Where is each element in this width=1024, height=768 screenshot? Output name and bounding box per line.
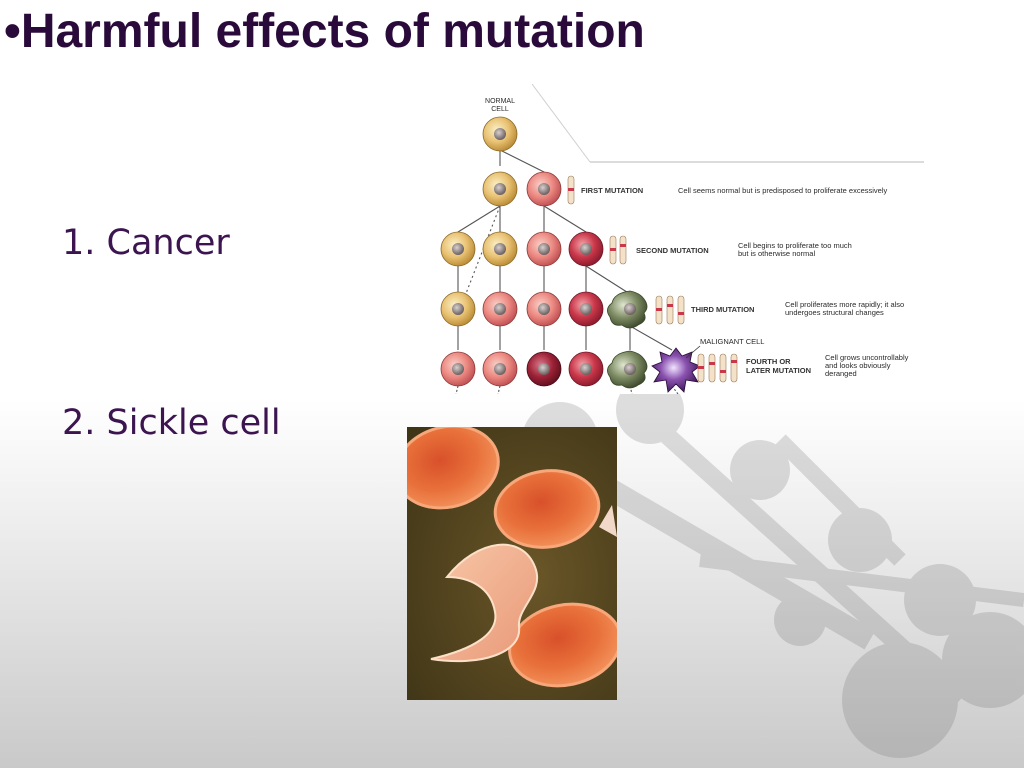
normal-cell-label-line1: NORMAL [485, 98, 515, 105]
stage-3-label: THIRD MUTATION [691, 305, 754, 314]
malignant-cell-label: MALIGNANT CELL [700, 337, 764, 346]
stage-1-description: Cell seems normal but is predisposed to … [678, 186, 888, 195]
list-item-text: Sickle cell [106, 403, 281, 443]
normal-cell-label-line2: CELL [491, 106, 509, 113]
stage-3-description: Cell proliferates more rapidly; it also [785, 300, 904, 309]
sickle-cell-micrograph [407, 427, 617, 700]
stage-4-description-line2: and looks obviously [825, 361, 891, 370]
stage-2-description: Cell begins to proliferate too much [738, 241, 852, 250]
normal-cell [482, 116, 518, 152]
list-item-number: 2. [62, 403, 96, 443]
malignant-cell [651, 347, 701, 393]
title-text: Harmful effects of mutation [20, 5, 645, 58]
cancer-progression-diagram: NORMAL CELL FIRST MUTATION Cell seems no… [438, 84, 924, 394]
list-item-text: Cancer [106, 223, 230, 263]
stage-1-label: FIRST MUTATION [581, 186, 643, 195]
list-item-number: 1. [62, 223, 96, 263]
stage-3-description-line2: undergoes structural changes [785, 308, 884, 317]
slide-title: •Harmful effects of mutation [4, 4, 645, 60]
stage-4-label-line2: LATER MUTATION [746, 366, 811, 375]
stage-4-description: Cell grows uncontrollably [825, 353, 909, 362]
stage-2-description-line2: but is otherwise normal [738, 249, 815, 258]
stage-4-description-line3: deranged [825, 369, 857, 378]
title-bullet: • [4, 5, 21, 58]
list-item-sickle-cell: 2. Sickle cell [62, 403, 281, 443]
stage-4-label: FOURTH OR [746, 357, 791, 366]
list-item-cancer: 1. Cancer [62, 223, 230, 263]
stage-2-label: SECOND MUTATION [636, 246, 709, 255]
